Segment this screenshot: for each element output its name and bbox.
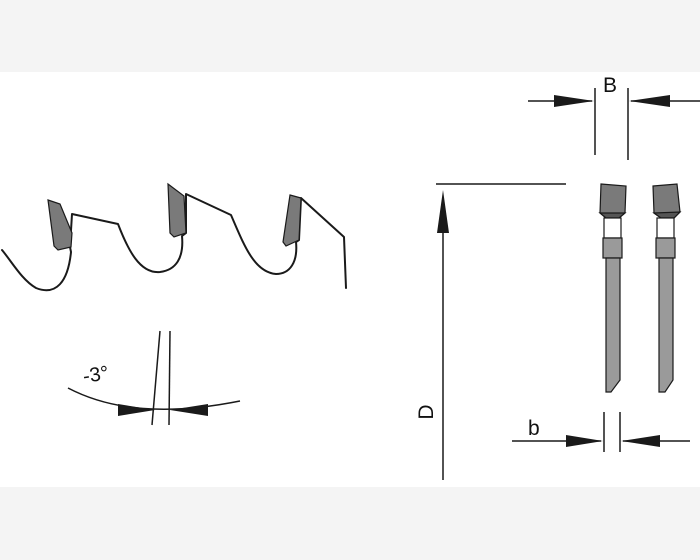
tooth-face-line	[151, 330, 161, 426]
hook-angle-detail	[67, 330, 241, 426]
diameter-dimension	[436, 183, 566, 480]
diameter-label: D	[415, 404, 438, 419]
hook-angle-label: -3°	[81, 362, 110, 388]
tip-seat-1	[603, 217, 622, 239]
radial-reference-line	[168, 330, 171, 426]
carbide-tip-1	[47, 199, 73, 251]
plate-thickness-dimension	[512, 412, 690, 452]
carbide-tips	[47, 182, 302, 251]
blade-cross-section-1	[598, 183, 627, 393]
teeth-profile	[1, 193, 347, 292]
angle-arrow-left	[118, 404, 155, 416]
bottom-margin	[0, 487, 700, 560]
kerf-dimension	[528, 88, 700, 160]
kerf-arrow-left	[554, 95, 594, 107]
angle-arrow-right	[170, 404, 208, 416]
plate-collar-2	[655, 237, 676, 259]
kerf-width-label: B	[603, 74, 617, 97]
plate-arrow-left	[566, 435, 603, 447]
plate-collar-1	[602, 237, 623, 259]
plate-thickness-label: b	[528, 417, 540, 440]
top-margin	[0, 0, 700, 72]
tip-seat-2	[656, 217, 675, 239]
carbide-tip-3	[282, 194, 302, 247]
drawing-area	[0, 72, 700, 487]
plate-section-2	[658, 257, 674, 393]
carbide-tip-2	[167, 182, 187, 238]
kerf-arrow-right	[629, 95, 670, 107]
plate-arrow-right	[621, 435, 660, 447]
tip-band-2	[652, 211, 682, 219]
diameter-arrow-up	[437, 190, 449, 233]
tip-band-1	[598, 212, 627, 219]
tooth-profile-line	[1, 193, 347, 292]
plate-section-1	[605, 257, 621, 393]
blade-cross-section-2	[652, 183, 682, 393]
